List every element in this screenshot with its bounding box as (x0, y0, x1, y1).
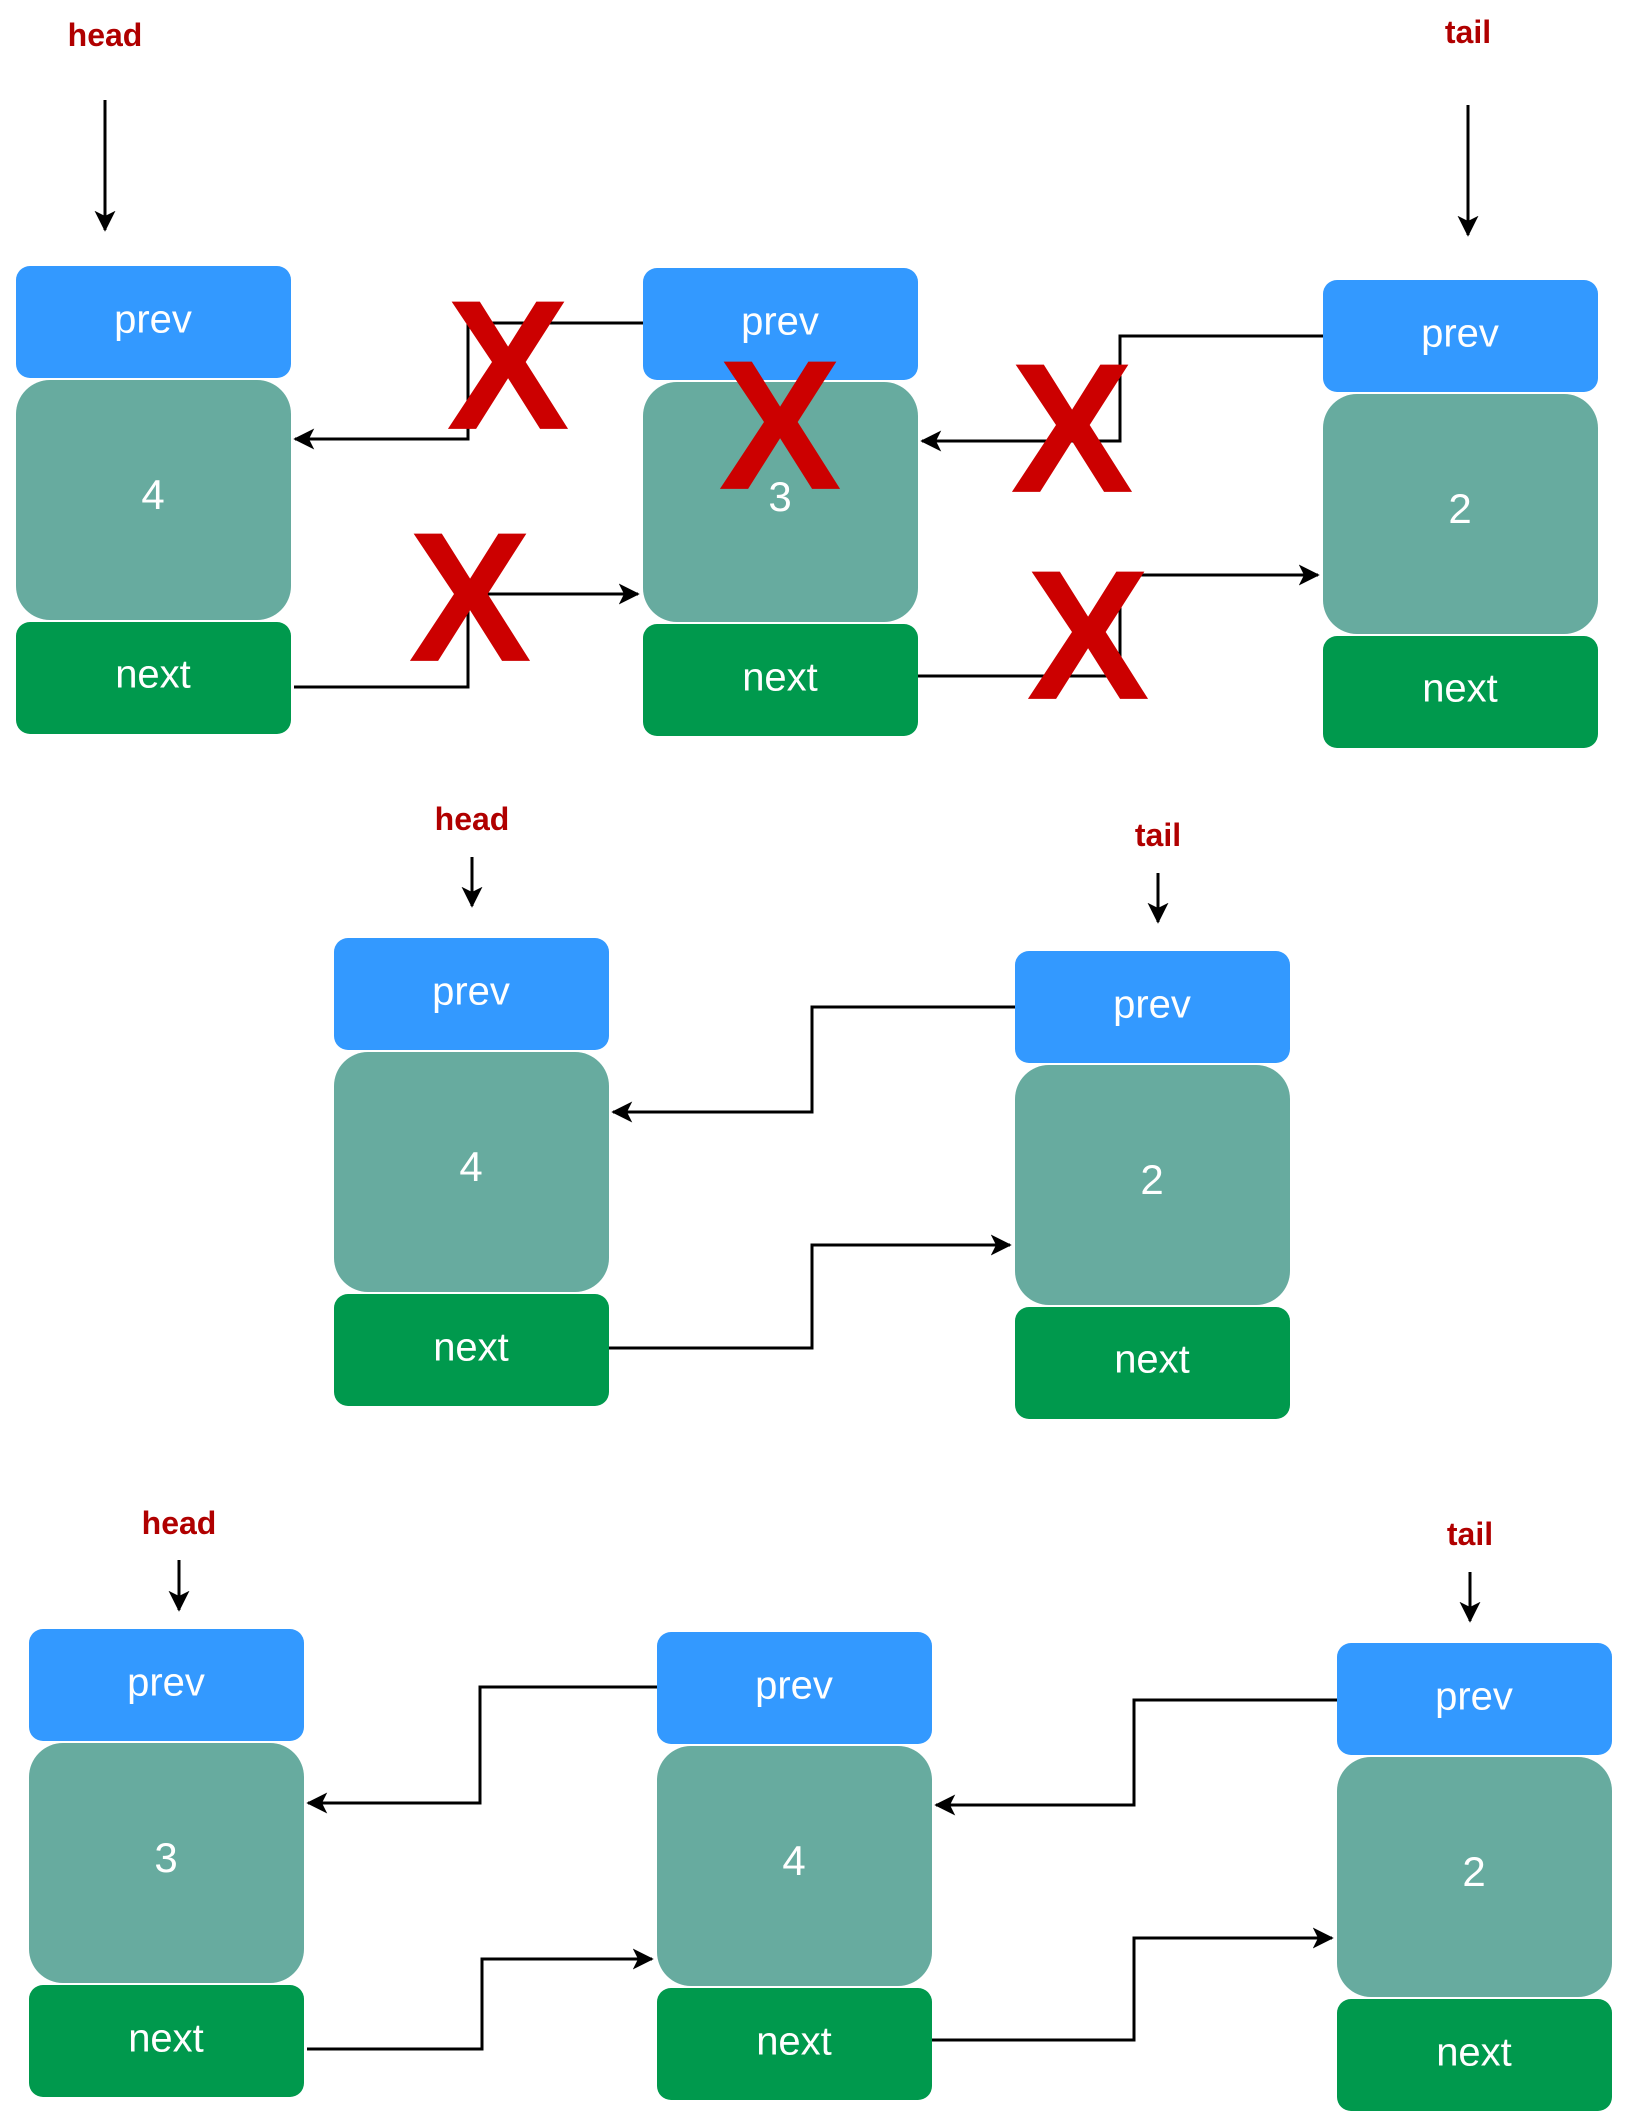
link-prev-2-to-4 (611, 1005, 1015, 1123)
list-node: prev 2 next (1337, 1643, 1612, 2111)
removed-link-mark: X (446, 263, 569, 469)
node-prev-label: prev (755, 1664, 833, 1708)
node-next-box (334, 1294, 609, 1406)
node-value-box (1337, 1757, 1612, 1997)
node-prev-label: prev (1435, 1675, 1513, 1719)
node-next-box (643, 624, 918, 736)
node-value: 3 (154, 1834, 177, 1881)
removed-link-mark: X (1010, 326, 1133, 532)
node-prev-label: prev (127, 1661, 205, 1705)
node-value-box (1015, 1065, 1290, 1305)
node-prev-label: prev (1421, 312, 1499, 356)
node-prev-label: prev (114, 298, 192, 342)
node-value-box (1323, 394, 1598, 634)
link-next-3-to-2 (918, 564, 1320, 678)
removed-link-mark: X (1026, 533, 1149, 739)
node-next-label: next (115, 653, 191, 697)
list-node: prev 4 next (657, 1632, 932, 2100)
removed-node-mark: X (718, 323, 841, 529)
link-prev-4-to-3 (306, 1685, 657, 1814)
node-value: 3 (768, 473, 791, 520)
list-node: prev 2 next (1323, 280, 1598, 748)
node-value-box (657, 1746, 932, 1986)
node-value: 4 (782, 1837, 805, 1884)
node-next-label: next (1114, 1338, 1190, 1382)
node-value-box (29, 1743, 304, 1983)
list-node: prev 3 next (643, 268, 918, 736)
node-next-box (1015, 1307, 1290, 1419)
link-prev-2-to-3 (920, 334, 1323, 452)
link-prev-3-to-4 (293, 321, 643, 450)
link-next-3-to-4 (307, 1948, 654, 2051)
link-next-4-to-2 (932, 1927, 1334, 2042)
node-next-label: next (1436, 2031, 1512, 2075)
node-next-box (16, 622, 291, 734)
node-next-label: next (756, 2020, 832, 2064)
list-node: prev 4 next (16, 266, 291, 734)
tail-label: tail (1135, 817, 1181, 853)
node-value: 4 (141, 471, 164, 518)
node-prev-box (643, 268, 918, 380)
node-value: 2 (1462, 1848, 1485, 1895)
node-next-box (1323, 636, 1598, 748)
node-value-box (334, 1052, 609, 1292)
node-next-box (29, 1985, 304, 2097)
tail-label: tail (1445, 14, 1491, 50)
list-node: prev 2 next (1015, 951, 1290, 1419)
node-value-box (16, 380, 291, 620)
head-label: head (142, 1505, 217, 1541)
node-next-box (657, 1988, 932, 2100)
link-next-4-to-2 (609, 1234, 1012, 1350)
node-prev-box (334, 938, 609, 1050)
node-next-box (1337, 1999, 1612, 2111)
node-prev-box (657, 1632, 932, 1744)
node-prev-box (1015, 951, 1290, 1063)
diagram-before: head tail prev 4 next prev 3 next prev (16, 14, 1598, 748)
list-node: prev 4 next (334, 938, 609, 1406)
tail-label: tail (1447, 1516, 1493, 1552)
removed-link-mark: X (408, 495, 531, 701)
diagram-after-removal: head tail prev 4 next prev 2 next (334, 801, 1290, 1419)
node-prev-label: prev (741, 300, 819, 344)
node-prev-box (29, 1629, 304, 1741)
node-value-box (643, 382, 918, 622)
node-value: 2 (1448, 485, 1471, 532)
node-prev-box (1337, 1643, 1612, 1755)
node-next-label: next (1422, 667, 1498, 711)
link-prev-2-to-4 (934, 1698, 1337, 1816)
list-node: prev 3 next (29, 1629, 304, 2097)
node-next-label: next (742, 656, 818, 700)
head-label: head (68, 17, 143, 53)
node-prev-label: prev (432, 970, 510, 1014)
node-prev-box (16, 266, 291, 378)
node-prev-label: prev (1113, 983, 1191, 1027)
node-value: 4 (459, 1143, 482, 1190)
node-prev-box (1323, 280, 1598, 392)
node-next-label: next (128, 2017, 204, 2061)
node-value: 2 (1140, 1156, 1163, 1203)
diagram-after-insert: head tail prev 3 next prev 4 next prev (29, 1505, 1612, 2111)
link-next-4-to-3 (294, 583, 640, 689)
node-next-label: next (433, 1326, 509, 1370)
head-label: head (435, 801, 510, 837)
